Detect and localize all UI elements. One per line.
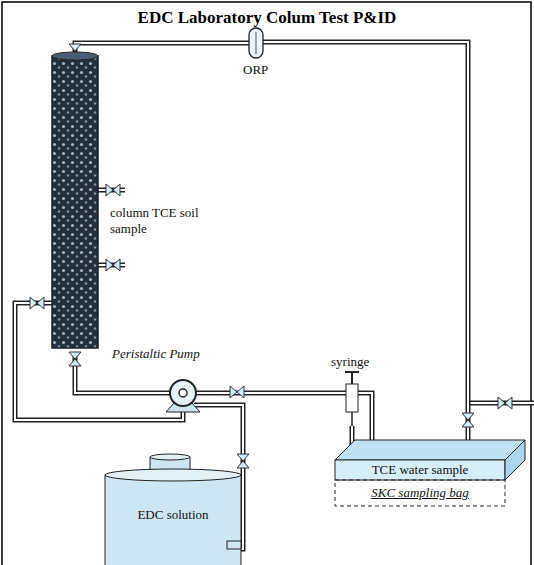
pipe-connector [263, 42, 468, 440]
node-label: ORP [243, 62, 268, 78]
node-shape [52, 52, 98, 352]
peristaltic-pump: Peristaltic Pump [170, 380, 196, 406]
node-shape [249, 28, 263, 58]
orp-sensor: ORP [249, 28, 263, 58]
water-tray: TCE water sample [335, 440, 525, 480]
node-label: Peristaltic Pump [112, 346, 200, 362]
node-shape [345, 372, 359, 426]
node-label: EDC solution [137, 507, 208, 523]
node-label: TCE water sample [372, 462, 469, 478]
title: EDC Laboratory Colum Test P&ID [0, 8, 534, 28]
node-label: column TCE soil sample [104, 205, 220, 237]
syringe: syringe [345, 372, 359, 426]
sampling-bag: SKC sampling bag [335, 480, 505, 506]
soil-column: column TCE soil sample [52, 52, 98, 352]
valve-symbol [30, 44, 512, 468]
edc-tank: EDC solution [105, 457, 241, 562]
node-shape [170, 380, 196, 406]
node-label: SKC sampling bag [371, 485, 469, 501]
node-label: syringe [331, 354, 369, 370]
pipe-connector [75, 43, 249, 52]
